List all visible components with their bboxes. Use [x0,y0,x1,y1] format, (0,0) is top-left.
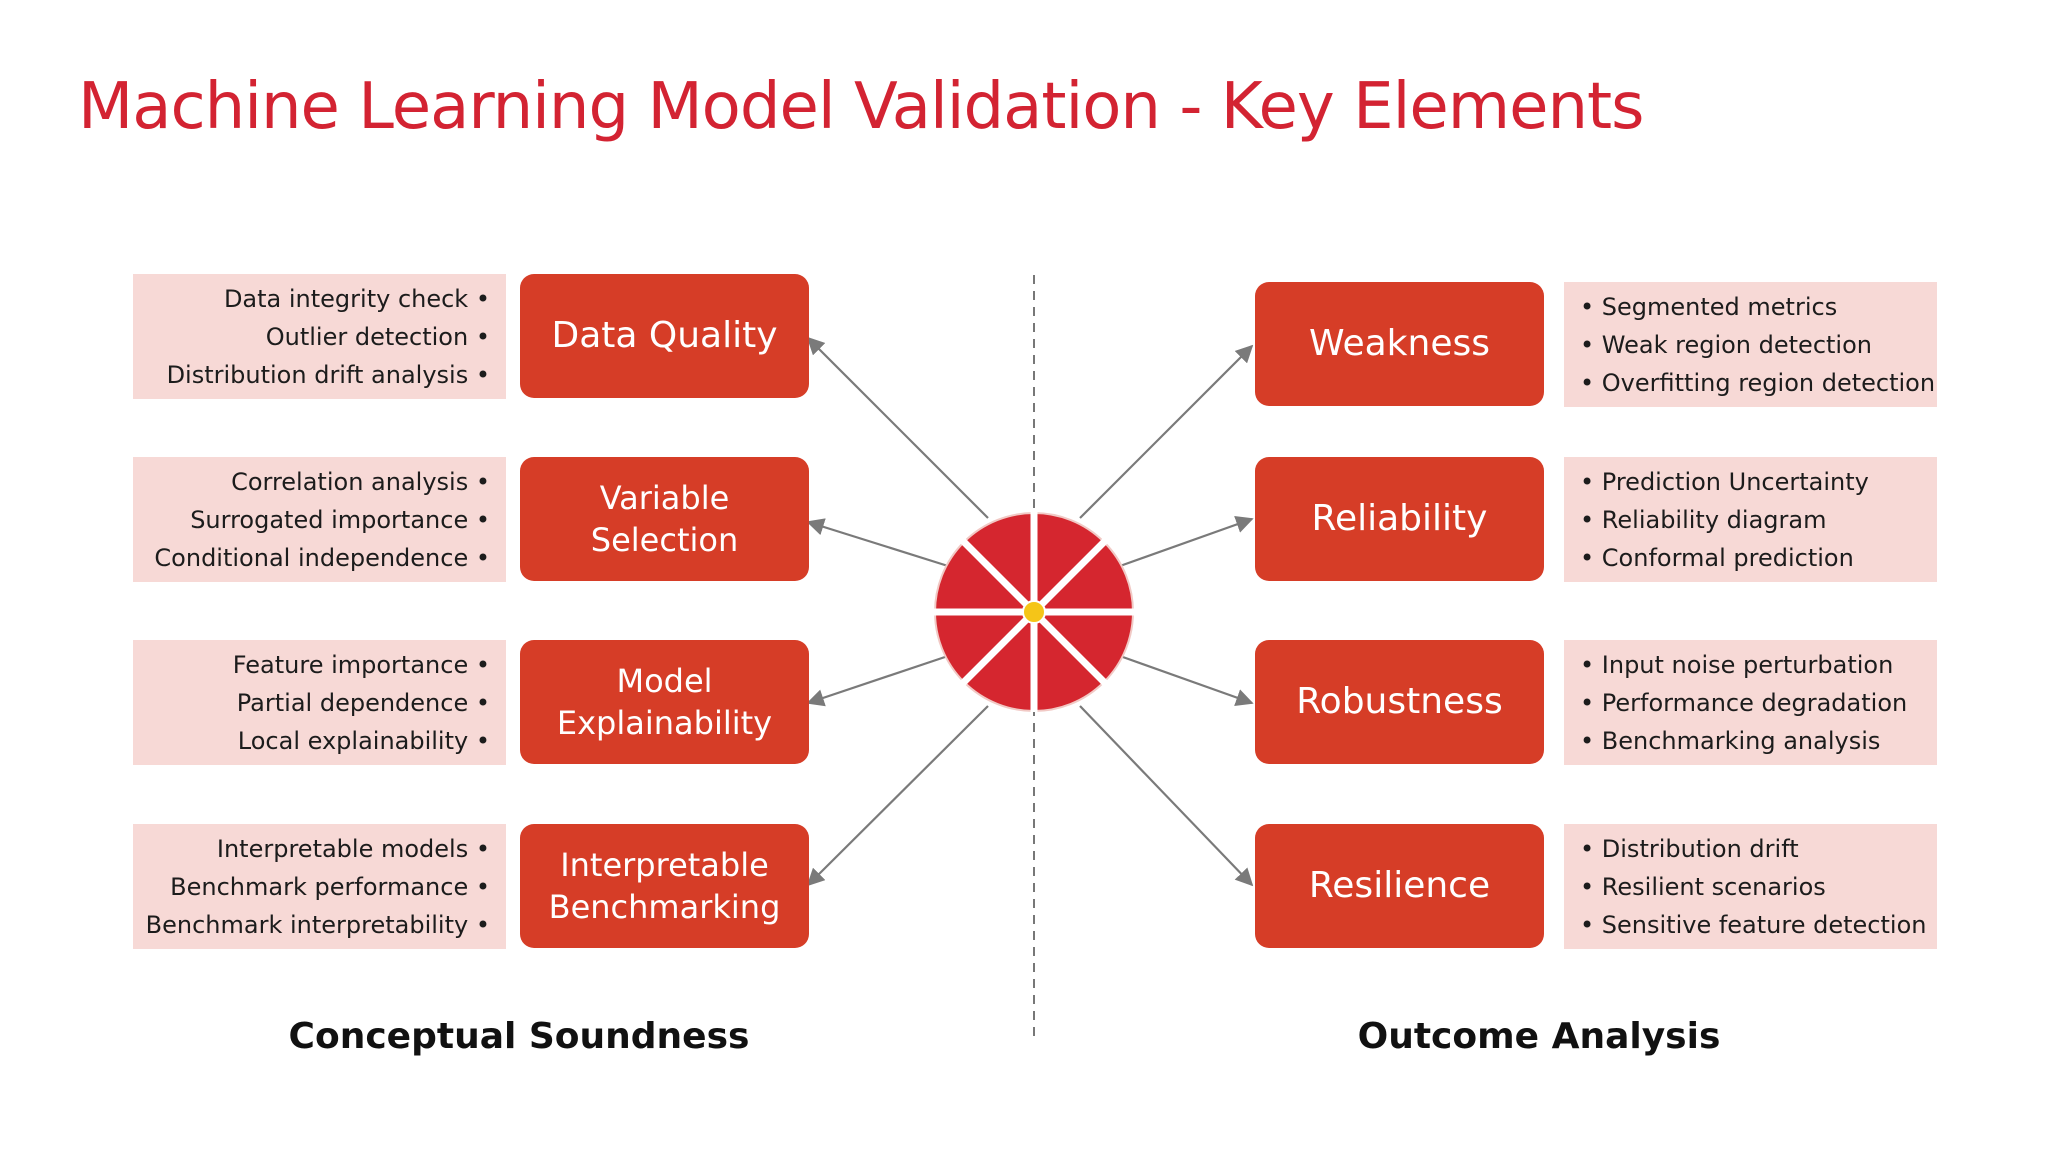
bullet-item: Partial dependence • [236,688,490,717]
right-arrow-2 [1119,516,1254,568]
left-arrow-2 [806,518,949,568]
weakness-bullets: • Segmented metrics • Weak region detect… [1564,282,1937,407]
section-label-conceptual-soundness: Conceptual Soundness [288,1016,750,1057]
right-arrow-4 [1079,705,1254,887]
bullet-item: Benchmark interpretability • [145,910,490,939]
right-arrow-1 [1079,344,1254,519]
box-label: Variable [599,479,730,517]
bullet-item: • Sensitive feature detection [1580,910,1927,939]
bullet-item: • Distribution drift [1580,834,1799,863]
weakness-box: Weakness [1255,282,1544,406]
box-label: Reliability [1311,498,1488,539]
left-arrow-3 [806,654,949,707]
resilience-bullets: • Distribution drift • Resilient scenari… [1564,824,1937,949]
box-label: Explainability [556,704,773,742]
interpretable-benchmarking-bullets: Interpretable models • Benchmark perform… [133,824,506,949]
bullet-item: • Benchmarking analysis [1580,726,1881,755]
wheel-hub [1022,600,1046,624]
bullet-item: Interpretable models • [216,834,490,863]
box-label: Benchmarking [548,888,781,926]
model-explainability-box: Model Explainability [520,640,809,764]
model-explainability-bullets: Feature importance • Partial dependence … [133,640,506,765]
bullet-item: Feature importance • [232,650,490,679]
bullet-item: Outlier detection • [265,322,490,351]
box-label: Data Quality [551,315,778,356]
bullet-item: • Reliability diagram [1580,505,1827,534]
reliability-bullets: • Prediction Uncertainty • Reliability d… [1564,457,1937,582]
box-label: Resilience [1308,865,1491,906]
segmented-wheel-icon [934,512,1134,712]
bullet-item: Distribution drift analysis • [166,360,490,389]
box-label: Interpretable [560,846,769,884]
bullet-item: • Weak region detection [1580,330,1872,359]
bullet-item: Benchmark performance • [170,872,490,901]
box-label: Weakness [1308,323,1491,364]
bullet-item: Surrogated importance • [190,505,490,534]
left-arrow-4 [806,705,989,887]
bullet-item: • Conformal prediction [1580,543,1854,572]
right-arrow-3 [1119,654,1254,706]
interpretable-benchmarking-box: Interpretable Benchmarking [520,824,809,948]
bullet-item: Data integrity check • [223,284,490,313]
box-label: Model [616,662,713,700]
bullet-item: • Performance degradation [1580,688,1908,717]
variable-selection-box: Variable Selection [520,457,809,581]
bullet-item: • Input noise perturbation [1580,650,1894,679]
data-quality-box: Data Quality [520,274,809,398]
bullet-item: • Resilient scenarios [1580,872,1826,901]
bullet-item: Conditional independence • [154,543,490,572]
bullet-item: Correlation analysis • [231,467,490,496]
reliability-box: Reliability [1255,457,1544,581]
bullet-item: Local explainability • [237,726,490,755]
box-label: Robustness [1296,681,1503,722]
bullet-item: • Segmented metrics [1580,292,1838,321]
box-label: Selection [590,521,739,559]
data-quality-bullets: Data integrity check • Outlier detection… [133,274,506,399]
page-title: Machine Learning Model Validation - Key … [78,70,1644,144]
robustness-bullets: • Input noise perturbation • Performance… [1564,640,1937,765]
section-label-outcome-analysis: Outcome Analysis [1357,1016,1721,1057]
robustness-box: Robustness [1255,640,1544,764]
bullet-item: • Prediction Uncertainty [1580,467,1869,496]
left-arrow-1 [806,336,989,519]
bullet-item: • Overfitting region detection [1580,368,1936,397]
resilience-box: Resilience [1255,824,1544,948]
variable-selection-bullets: Correlation analysis • Surrogated import… [133,457,506,582]
